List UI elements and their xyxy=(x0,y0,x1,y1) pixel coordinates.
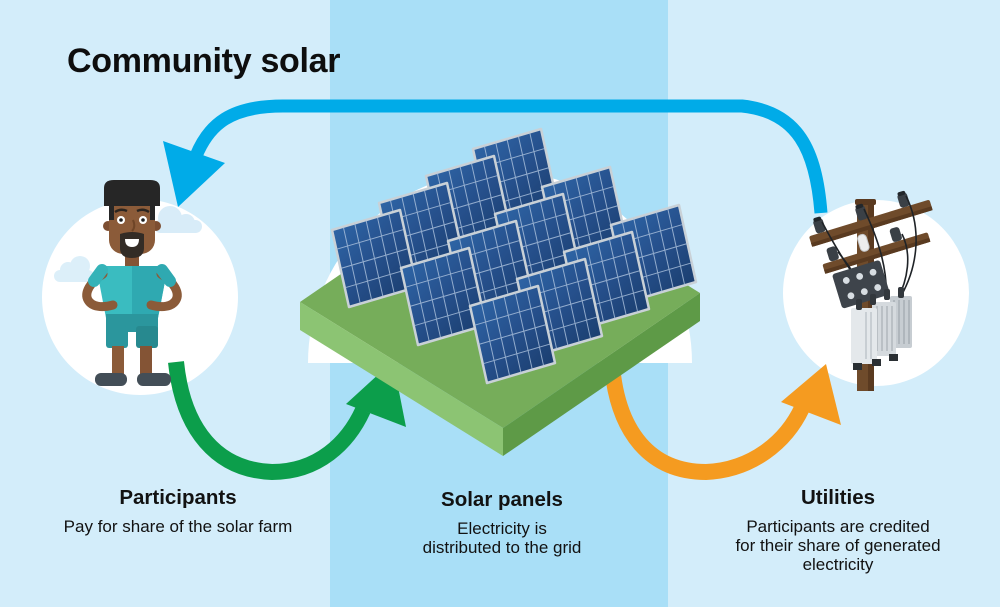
solar-farm-icon xyxy=(300,127,700,456)
person-sideburn-left xyxy=(109,204,114,220)
transformer-bushings xyxy=(856,287,904,310)
coil-insulator-icon xyxy=(857,233,870,252)
insulator-icon xyxy=(826,246,839,262)
page-title: Community solar xyxy=(67,42,341,80)
solar-panel-grid xyxy=(405,251,482,342)
participants-description: Pay for share of the solar farm xyxy=(63,517,293,536)
utilities-description: Participants are credited for their shar… xyxy=(735,517,941,574)
pole-crossarm-bottom xyxy=(822,227,931,274)
section-solar-panels: Solar panels Electricity is distributed … xyxy=(393,488,611,557)
solar-panel-array xyxy=(330,127,698,385)
utility-pole-icon xyxy=(809,190,933,391)
person-right-pupil xyxy=(141,218,145,222)
person-left-pupil xyxy=(119,218,123,222)
participants-heading: Participants xyxy=(119,486,237,509)
cloud-icon xyxy=(154,206,202,233)
person-shorts-right xyxy=(136,326,158,348)
person-left-sleeve xyxy=(88,264,108,287)
person-smile xyxy=(125,239,139,247)
credit-arrowhead-icon xyxy=(163,141,225,207)
solar-panels-heading: Solar panels xyxy=(441,488,563,511)
person-left-shoe xyxy=(95,373,127,386)
utilities-heading: Utilities xyxy=(800,486,876,509)
section-participants: Participants Pay for share of the solar … xyxy=(20,486,336,536)
transformer-brackets xyxy=(853,354,898,370)
person-nose xyxy=(131,219,136,232)
distribution-arrow-shaft xyxy=(604,365,810,481)
payment-arrow-shaft xyxy=(168,361,371,481)
crossarm-shade xyxy=(824,237,931,274)
distribution-arrowhead-icon xyxy=(781,364,841,425)
person-right-brow xyxy=(136,208,150,214)
person-left-brow xyxy=(114,208,128,214)
person-icon xyxy=(82,180,182,386)
person-right-shoe xyxy=(137,373,171,386)
platform-side-left xyxy=(300,302,503,456)
platform-side-right xyxy=(503,293,700,456)
insulator-icon xyxy=(889,227,902,242)
credit-arrow-shaft xyxy=(189,99,828,214)
person-right-sleeve xyxy=(156,264,176,287)
distribution-arrow xyxy=(604,364,841,481)
person-sideburn-right xyxy=(150,204,155,220)
section-utilities: Utilities Participants are credited for … xyxy=(698,486,978,574)
cloud-icon xyxy=(54,256,94,282)
transformer-icons xyxy=(851,287,912,370)
person-hair xyxy=(104,180,160,206)
person-shorts-left xyxy=(106,326,128,348)
transformer-box xyxy=(851,308,877,364)
credit-arrow xyxy=(163,99,828,214)
person-left-leg xyxy=(112,346,124,378)
pole-cap xyxy=(855,199,876,205)
transformer-box xyxy=(872,302,896,356)
transformer-ridges xyxy=(865,312,872,359)
panel-bolts xyxy=(842,268,882,300)
person-right-leg xyxy=(140,346,152,378)
solar-panel-grid xyxy=(474,289,551,380)
solar-panels-description: Electricity is distributed to the grid xyxy=(422,519,582,557)
solar-panel-grid xyxy=(336,213,413,304)
